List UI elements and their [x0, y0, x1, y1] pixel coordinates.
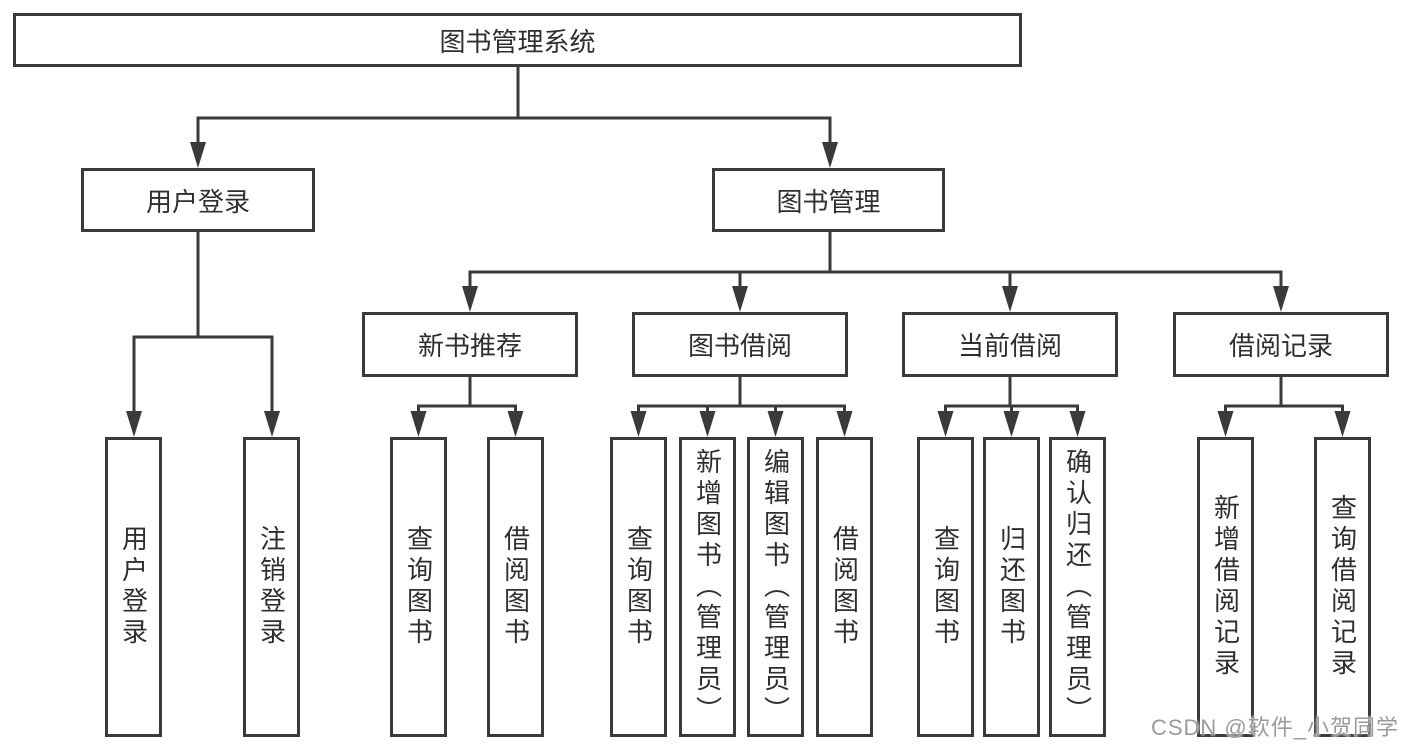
- leaf-edit-book-admin: 编辑图书（管理员）: [747, 437, 804, 737]
- node-label: 图书借阅: [687, 331, 792, 361]
- watermark: CSDN @软件_小贺同学: [1150, 715, 1399, 740]
- leaf-label: 查询借阅记录: [1327, 494, 1358, 680]
- leaf-label: 归还图书: [996, 525, 1027, 649]
- leaf-label: 查询图书: [930, 525, 961, 649]
- node-label: 用户登录: [145, 186, 250, 217]
- leaf-query-book-borrow: 查询图书: [610, 437, 667, 737]
- node-book-management: 图书管理: [712, 168, 945, 232]
- leaf-confirm-return-admin: 确认归还（管理员）: [1049, 437, 1106, 737]
- leaf-label: 借阅图书: [500, 525, 531, 649]
- leaf-user-login: 用户登录: [105, 437, 162, 737]
- node-current-borrow: 当前借阅: [902, 312, 1118, 377]
- node-borrow-record: 借阅记录: [1173, 312, 1389, 377]
- leaf-label: 注销登录: [256, 525, 287, 649]
- node-label: 图书管理系统: [439, 26, 596, 57]
- leaf-query-borrow-record: 查询借阅记录: [1314, 437, 1371, 737]
- node-user-login: 用户登录: [81, 168, 315, 232]
- leaf-borrow-book-borrow: 借阅图书: [816, 437, 873, 737]
- node-root-system: 图书管理系统: [13, 13, 1022, 67]
- leaf-label: 确认归还（管理员）: [1062, 447, 1093, 727]
- leaf-label: 借阅图书: [829, 525, 860, 649]
- leaf-logout-login: 注销登录: [243, 437, 300, 737]
- node-label: 当前借阅: [957, 331, 1062, 361]
- node-label: 新书推荐: [417, 331, 522, 361]
- leaf-query-book-recommend: 查询图书: [390, 437, 447, 737]
- leaf-label: 用户登录: [118, 525, 149, 649]
- node-book-borrow: 图书借阅: [632, 312, 848, 377]
- node-new-book-recommend: 新书推荐: [362, 312, 578, 377]
- leaf-add-borrow-record: 新增借阅记录: [1197, 437, 1254, 737]
- leaf-label: 查询图书: [623, 525, 654, 649]
- leaf-label: 新增图书（管理员）: [692, 447, 723, 727]
- leaf-label: 编辑图书（管理员）: [760, 447, 791, 727]
- node-label: 借阅记录: [1228, 331, 1333, 361]
- node-label: 图书管理: [776, 186, 881, 217]
- leaf-return-book: 归还图书: [983, 437, 1040, 737]
- leaf-label: 查询图书: [403, 525, 434, 649]
- leaf-borrow-book-recommend: 借阅图书: [487, 437, 544, 737]
- leaf-query-book-current: 查询图书: [917, 437, 974, 737]
- leaf-add-book-admin: 新增图书（管理员）: [679, 437, 736, 737]
- leaf-label: 新增借阅记录: [1210, 494, 1241, 680]
